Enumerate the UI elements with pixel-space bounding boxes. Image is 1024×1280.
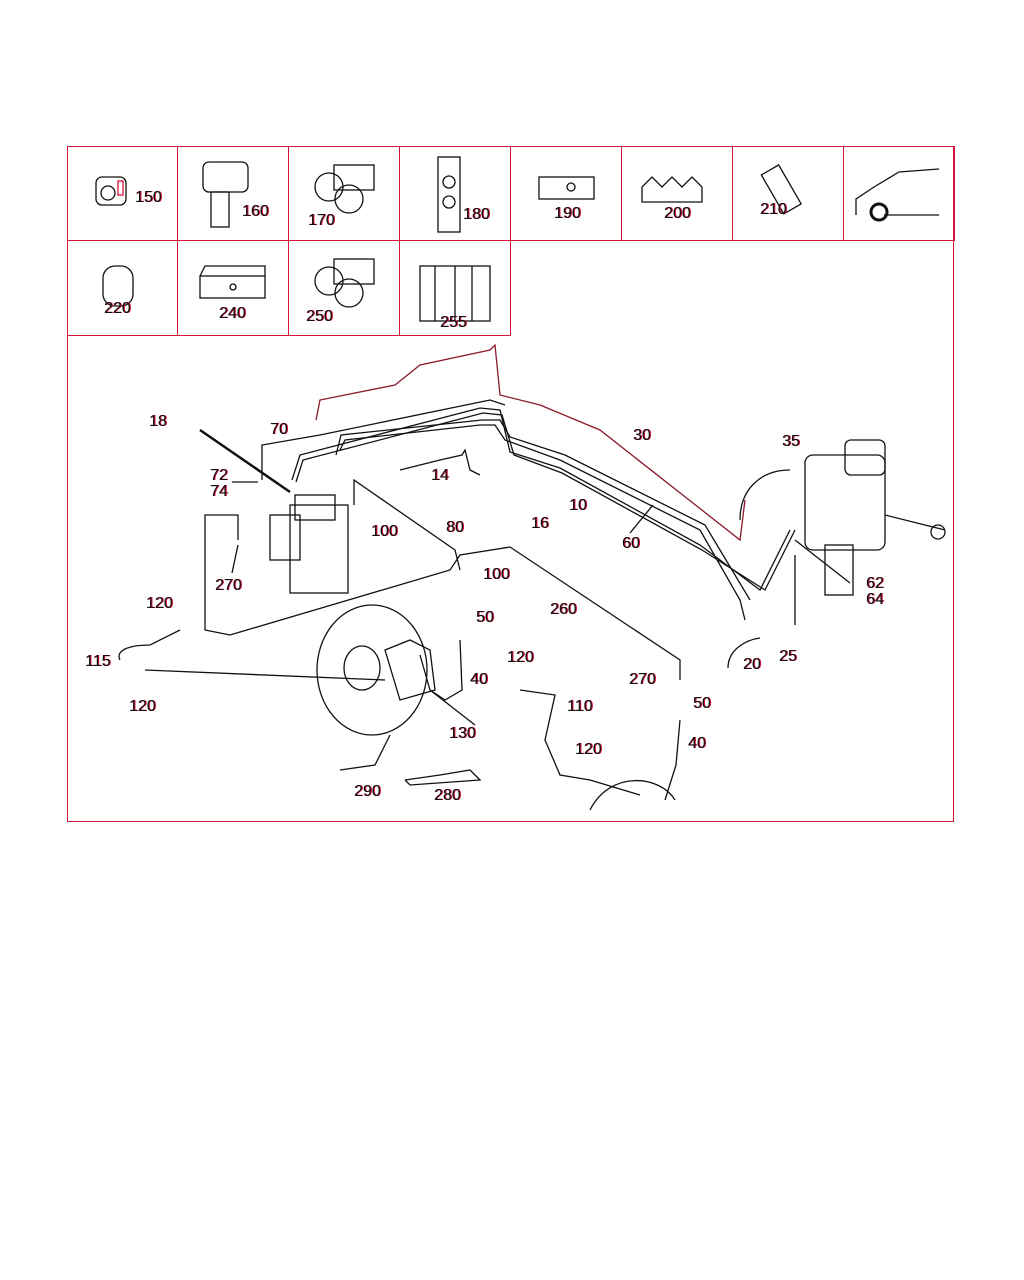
callout-120[interactable]: 120 <box>507 649 534 666</box>
rear-disc <box>589 779 676 811</box>
pipe-holder-icon <box>641 176 703 203</box>
callout-280[interactable]: 280 <box>434 787 461 804</box>
callout-62[interactable]: 62 <box>866 575 884 592</box>
vehicle-front-wheel-icon <box>855 168 940 222</box>
callout-35[interactable]: 35 <box>782 433 800 450</box>
callout-40[interactable]: 40 <box>688 735 706 752</box>
clip-with-pin-icon <box>202 161 249 228</box>
brake-pipe-60 <box>291 407 796 591</box>
part-cell-255[interactable] <box>400 241 511 336</box>
callout-260[interactable]: 260 <box>550 601 577 618</box>
part-cell-160[interactable] <box>178 146 289 241</box>
part-number-label[interactable]: 180 <box>463 206 490 223</box>
part-cell-170[interactable] <box>289 146 400 241</box>
part-cell-190[interactable] <box>511 146 622 241</box>
double-clip-icon <box>314 258 375 308</box>
callout-270[interactable]: 270 <box>629 671 656 688</box>
part-number-label[interactable]: 255 <box>440 314 467 331</box>
callout-30[interactable]: 30 <box>633 427 651 444</box>
callout-20[interactable]: 20 <box>743 656 761 673</box>
part-number-label[interactable]: 190 <box>554 205 581 222</box>
callout-25[interactable]: 25 <box>779 648 797 665</box>
callout-74[interactable]: 74 <box>210 483 228 500</box>
double-clip-icon <box>314 164 375 214</box>
grommet-block-icon <box>419 265 491 322</box>
brake-pipe-80 <box>353 478 461 571</box>
abs-unit <box>269 494 349 594</box>
part-number-label[interactable]: 150 <box>135 189 162 206</box>
callout-18[interactable]: 18 <box>149 413 167 430</box>
bracket-clip-icon <box>538 176 595 200</box>
brake-hose-40 <box>419 639 681 801</box>
hose-14 <box>399 448 481 476</box>
master-cylinder <box>804 439 946 596</box>
callout-72[interactable]: 72 <box>210 467 228 484</box>
callout-40[interactable]: 40 <box>470 671 488 688</box>
sleeve-icon <box>760 164 803 215</box>
part-cell-vehicle-locator[interactable] <box>844 146 955 241</box>
part-number-label[interactable]: 220 <box>104 300 131 317</box>
part-number-label[interactable]: 250 <box>306 308 333 325</box>
callout-290[interactable]: 290 <box>354 783 381 800</box>
part-cell-220[interactable] <box>67 241 178 336</box>
bracket-280 <box>404 769 482 786</box>
callout-80[interactable]: 80 <box>446 519 464 536</box>
part-cell-240[interactable] <box>178 241 289 336</box>
callout-64[interactable]: 64 <box>866 591 884 608</box>
callout-115[interactable]: 115 <box>85 653 111 670</box>
callout-60[interactable]: 60 <box>622 535 640 552</box>
callout-120[interactable]: 120 <box>129 698 156 715</box>
brake-pipe-70 <box>261 399 506 480</box>
split-sleeve-icon <box>102 265 134 307</box>
callout-10[interactable]: 10 <box>569 497 587 514</box>
part-number-label[interactable]: 210 <box>760 201 787 218</box>
part-cell-150[interactable] <box>67 146 178 241</box>
pipe-holder-strip-icon <box>199 265 266 299</box>
part-number-label[interactable]: 170 <box>308 212 335 229</box>
part-cell-180[interactable] <box>400 146 511 241</box>
part-cell-250[interactable] <box>289 241 400 336</box>
multi-clip-icon <box>437 156 461 233</box>
callout-50[interactable]: 50 <box>476 609 494 626</box>
hose-35 <box>739 469 791 521</box>
callout-270[interactable]: 270 <box>215 577 242 594</box>
callout-70[interactable]: 70 <box>270 421 288 438</box>
part-number-label[interactable]: 240 <box>219 305 246 322</box>
callout-50[interactable]: 50 <box>693 695 711 712</box>
brake-pipe-270 <box>204 514 681 680</box>
bracket-290 <box>339 734 391 771</box>
part-cell-210[interactable] <box>733 146 844 241</box>
part-number-label[interactable]: 200 <box>664 205 691 222</box>
brake-hose-110 <box>519 689 641 796</box>
part-number-label[interactable]: 160 <box>242 203 269 220</box>
part-cell-200[interactable] <box>622 146 733 241</box>
callout-110[interactable]: 110 <box>567 698 593 715</box>
hose-115 <box>118 629 386 681</box>
callout-100[interactable]: 100 <box>483 566 510 583</box>
callout-130[interactable]: 130 <box>449 725 476 742</box>
leader-lines <box>199 428 851 726</box>
brake-disc <box>316 604 436 736</box>
callout-100[interactable]: 100 <box>371 523 398 540</box>
hose-20 <box>727 637 761 669</box>
callout-16[interactable]: 16 <box>531 515 549 532</box>
clip-block-icon <box>95 176 127 206</box>
callout-120[interactable]: 120 <box>146 595 173 612</box>
callout-14[interactable]: 14 <box>431 467 449 484</box>
brake-pipe-30 <box>315 343 746 542</box>
callout-120[interactable]: 120 <box>575 741 602 758</box>
